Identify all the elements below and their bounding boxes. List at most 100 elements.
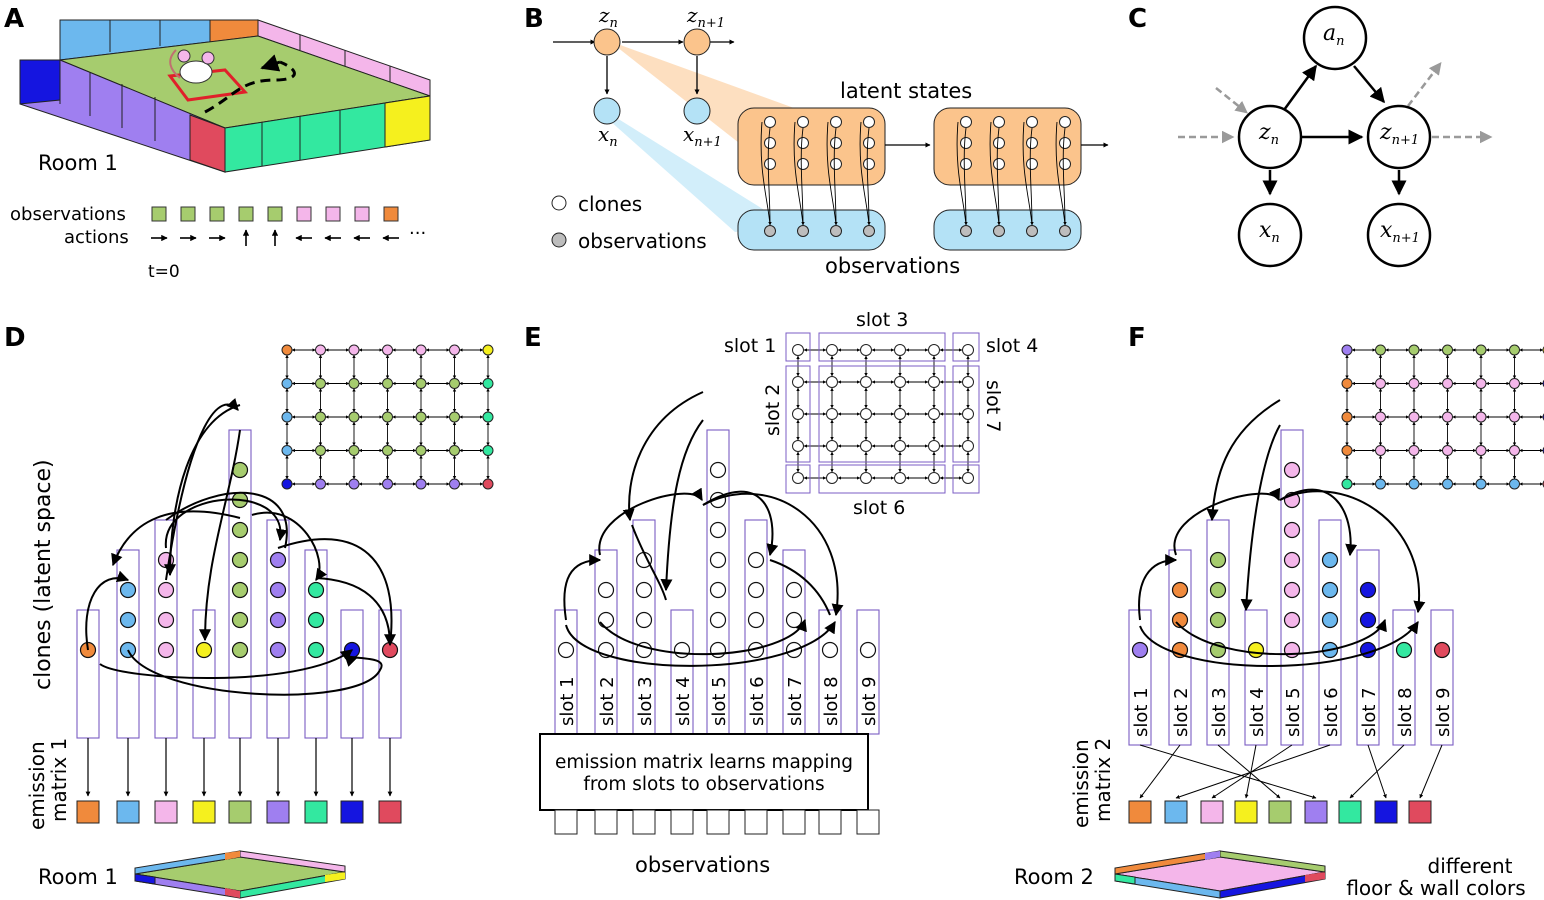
clone-node — [863, 137, 875, 149]
clone-node-6-2 — [1359, 581, 1377, 599]
obs-square-4 — [267, 206, 283, 222]
panel-letter-d: D — [4, 323, 26, 353]
grid-slot-2: slot 2 — [762, 384, 784, 436]
clone-node-1-2 — [1171, 581, 1189, 599]
panel-b: zn zn+1 xn xn+1 latent states observatio… — [551, 3, 1109, 278]
grid-node — [382, 478, 393, 490]
slot-label-5: slot 6 — [747, 676, 768, 726]
obs-square-3 — [238, 206, 254, 222]
label-z-next: zn+1 — [1379, 120, 1419, 148]
emission-edge — [1055, 121, 1066, 226]
grid-node — [962, 376, 974, 388]
node-x — [1237, 202, 1303, 268]
clone-node — [993, 116, 1005, 128]
different-colors-note-1: different — [1428, 854, 1513, 878]
clone-node-6-1 — [1359, 611, 1377, 629]
clone-node — [863, 158, 875, 170]
slot-label-4: slot 5 — [709, 676, 730, 726]
clone-column-8 — [378, 609, 402, 739]
slot-label-1: slot 2 — [597, 676, 618, 726]
clone-node-4-4 — [1283, 521, 1301, 539]
latent-box-1 — [737, 107, 886, 186]
obs-square-f-7 — [1374, 800, 1398, 824]
transition-arcs-f — [1138, 399, 1426, 667]
clone-column-3 — [192, 609, 216, 739]
obs-square-7 — [340, 800, 364, 824]
observations-label: observations — [10, 204, 126, 225]
node-z-n — [593, 28, 621, 56]
grid-node — [1475, 478, 1487, 490]
observation-sequence — [151, 206, 399, 222]
obs-box-2 — [933, 209, 1082, 251]
obs-box-1 — [737, 209, 886, 251]
grid-node — [348, 378, 360, 389]
sequence-ellipsis: ... — [409, 218, 426, 239]
clone-node — [797, 137, 809, 149]
obs-square-7 — [354, 206, 370, 222]
grid-node — [1475, 344, 1487, 356]
slot-grid — [785, 332, 980, 494]
time-label: t=0 — [148, 262, 180, 282]
label-x: xn — [1259, 218, 1280, 246]
grid-node — [792, 408, 804, 420]
room-1-grid — [281, 344, 494, 490]
clone-node — [1026, 158, 1038, 170]
grid-node — [1509, 445, 1520, 456]
clone-column-7 — [340, 609, 364, 739]
obs-square-8 — [378, 800, 402, 824]
grid-node — [1375, 344, 1386, 356]
grid-node — [1375, 445, 1386, 456]
clone-node-4-6 — [231, 461, 249, 479]
clone-node-2-1 — [157, 611, 175, 629]
legend-obs-icon — [551, 232, 567, 248]
grid-node — [826, 344, 838, 356]
clone-node-0-0 — [557, 641, 575, 659]
emission-observations — [76, 738, 402, 824]
latent-box-2 — [933, 107, 1082, 186]
grid-node — [315, 445, 326, 456]
grid-node — [1442, 445, 1453, 456]
grid-slot-7: slot 7 — [982, 380, 1004, 432]
clone-node — [1026, 116, 1038, 128]
grid-node — [894, 472, 906, 484]
obs-square-f-2 — [1200, 800, 1224, 824]
grid-slot-3: slot 3 — [856, 309, 908, 331]
obs-node — [863, 225, 875, 237]
slot-region-5 — [952, 365, 980, 463]
grid-node — [1475, 378, 1487, 389]
slot-label-3: slot 4 — [673, 676, 694, 726]
grid-node — [1408, 411, 1420, 423]
clone-node-1-1 — [119, 611, 137, 629]
room-1-isometric — [19, 19, 431, 173]
obs-slot-square-3 — [670, 809, 694, 835]
grid-node — [826, 440, 838, 452]
grid-node — [860, 376, 872, 388]
obs-square-f-4 — [1268, 800, 1292, 824]
emission-line-f-7 — [1349, 744, 1405, 799]
grid-node — [1408, 445, 1420, 456]
grid-slot-6: slot 6 — [853, 497, 905, 519]
emission-line-f-1 — [1139, 744, 1181, 799]
node-z-next — [1366, 104, 1432, 170]
room-2-grid — [1341, 344, 1544, 490]
emission-line-f-2 — [1217, 744, 1281, 799]
clone-node-5-1 — [1321, 611, 1339, 629]
clone-node-4-2 — [709, 581, 727, 599]
grid-node — [860, 440, 872, 452]
room-1-label: Room 1 — [38, 151, 118, 175]
slot-label-2: slot 3 — [635, 676, 656, 726]
grid-node — [962, 472, 974, 484]
emission-matrix-box — [539, 733, 869, 811]
slot-label-8: slot 9 — [859, 676, 880, 726]
obs-square-4 — [228, 800, 252, 824]
grid-node — [894, 408, 906, 420]
grid-node — [348, 478, 360, 490]
clone-node — [1059, 137, 1071, 149]
slot-label-0: slot 1 — [1131, 687, 1152, 737]
clone-node — [1059, 116, 1071, 128]
actions-label: actions — [64, 227, 129, 248]
